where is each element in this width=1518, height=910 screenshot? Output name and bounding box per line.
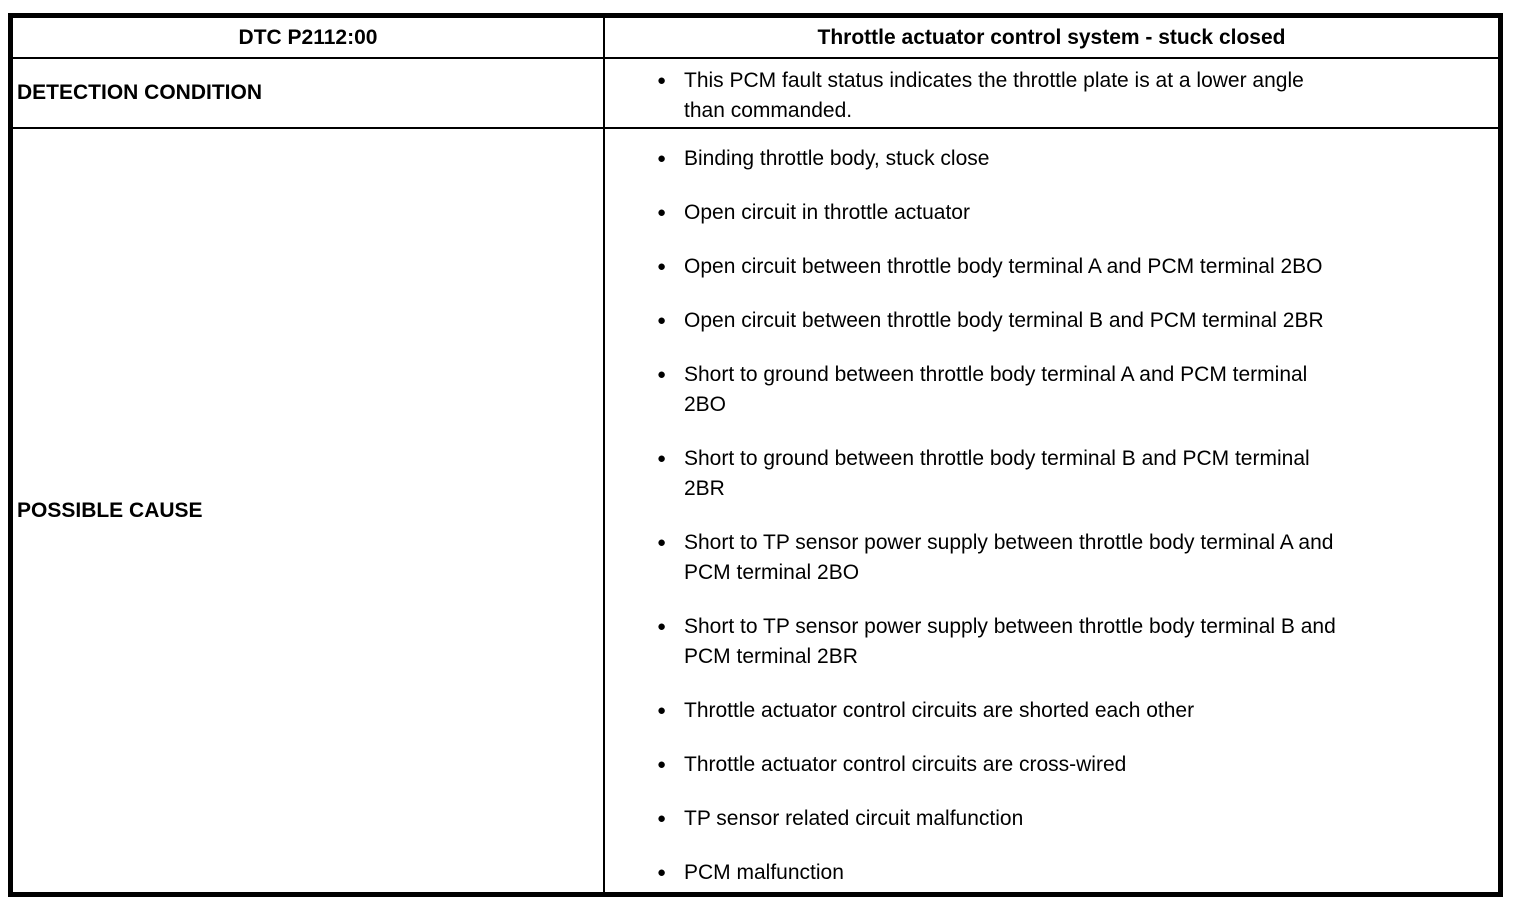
bullet-icon: ● bbox=[657, 756, 667, 773]
bullet-item: ● PCM malfunction bbox=[605, 858, 1468, 888]
bullet-item-text: Short to ground between throttle body te… bbox=[684, 447, 1310, 500]
bullet-item: ● Short to TP sensor power supply betwee… bbox=[605, 528, 1468, 588]
detection-condition-bullet-list: ● This PCM fault status indicates the th… bbox=[605, 66, 1498, 126]
possible-cause-bullet-list: ● Binding throttle body, stuck close ● O… bbox=[605, 144, 1498, 888]
possible-cause-body-cell: ● Binding throttle body, stuck close ● O… bbox=[605, 129, 1498, 892]
dtc-title: Throttle actuator control system - stuck… bbox=[817, 25, 1286, 49]
bullet-item: ● TP sensor related circuit malfunction bbox=[605, 804, 1468, 834]
bullet-item: ● Throttle actuator control circuits are… bbox=[605, 696, 1468, 726]
bullet-item-text: Short to ground between throttle body te… bbox=[684, 363, 1308, 416]
bullet-item: ● Binding throttle body, stuck close bbox=[605, 144, 1468, 174]
bullet-item-text: Throttle actuator control circuits are c… bbox=[684, 753, 1127, 776]
bullet-item: ● This PCM fault status indicates the th… bbox=[605, 66, 1468, 126]
bullet-icon: ● bbox=[657, 72, 667, 89]
possible-cause-label-cell: POSSIBLE CAUSE bbox=[13, 129, 605, 892]
possible-cause-row: POSSIBLE CAUSE ● Binding throttle body, … bbox=[13, 129, 1498, 892]
dtc-title-cell: Throttle actuator control system - stuck… bbox=[605, 18, 1498, 57]
bullet-item: ● Short to TP sensor power supply betwee… bbox=[605, 612, 1468, 672]
detection-condition-row: DETECTION CONDITION ● This PCM fault sta… bbox=[13, 59, 1498, 129]
detection-condition-label-cell: DETECTION CONDITION bbox=[13, 59, 605, 127]
bullet-item-text: Throttle actuator control circuits are s… bbox=[684, 699, 1195, 722]
bullet-item: ● Throttle actuator control circuits are… bbox=[605, 750, 1468, 780]
bullet-item: ● Short to ground between throttle body … bbox=[605, 360, 1468, 420]
bullet-icon: ● bbox=[657, 204, 667, 221]
bullet-item-text: PCM malfunction bbox=[684, 861, 844, 884]
bullet-icon: ● bbox=[657, 450, 667, 467]
bullet-item-text: Open circuit in throttle actuator bbox=[684, 201, 970, 224]
bullet-item-text: Open circuit between throttle body termi… bbox=[684, 255, 1323, 278]
bullet-item-text: Short to TP sensor power supply between … bbox=[684, 531, 1334, 584]
bullet-icon: ● bbox=[657, 258, 667, 275]
bullet-icon: ● bbox=[657, 366, 667, 383]
bullet-icon: ● bbox=[657, 150, 667, 167]
possible-cause-label: POSSIBLE CAUSE bbox=[17, 498, 203, 522]
bullet-item-text: TP sensor related circuit malfunction bbox=[684, 807, 1024, 830]
bullet-item: ● Open circuit between throttle body ter… bbox=[605, 252, 1468, 282]
bullet-icon: ● bbox=[657, 534, 667, 551]
bullet-icon: ● bbox=[657, 312, 667, 329]
dtc-code-cell: DTC P2112:00 bbox=[13, 18, 605, 57]
bullet-item-text: Short to TP sensor power supply between … bbox=[684, 615, 1336, 668]
detection-condition-body-cell: ● This PCM fault status indicates the th… bbox=[605, 59, 1498, 127]
dtc-code: DTC P2112:00 bbox=[238, 25, 378, 49]
dtc-info-table: DTC P2112:00 Throttle actuator control s… bbox=[8, 13, 1503, 897]
bullet-icon: ● bbox=[657, 618, 667, 635]
bullet-icon: ● bbox=[657, 864, 667, 881]
detection-condition-label: DETECTION CONDITION bbox=[17, 81, 262, 104]
bullet-icon: ● bbox=[657, 810, 667, 827]
table-header-row: DTC P2112:00 Throttle actuator control s… bbox=[13, 18, 1498, 59]
bullet-item-text: Binding throttle body, stuck close bbox=[684, 147, 990, 170]
bullet-icon: ● bbox=[657, 702, 667, 719]
bullet-item: ● Open circuit in throttle actuator bbox=[605, 198, 1468, 228]
bullet-item-text: This PCM fault status indicates the thro… bbox=[684, 69, 1304, 122]
bullet-item: ● Short to ground between throttle body … bbox=[605, 444, 1468, 504]
bullet-item-text: Open circuit between throttle body termi… bbox=[684, 309, 1324, 332]
bullet-item: ● Open circuit between throttle body ter… bbox=[605, 306, 1468, 336]
